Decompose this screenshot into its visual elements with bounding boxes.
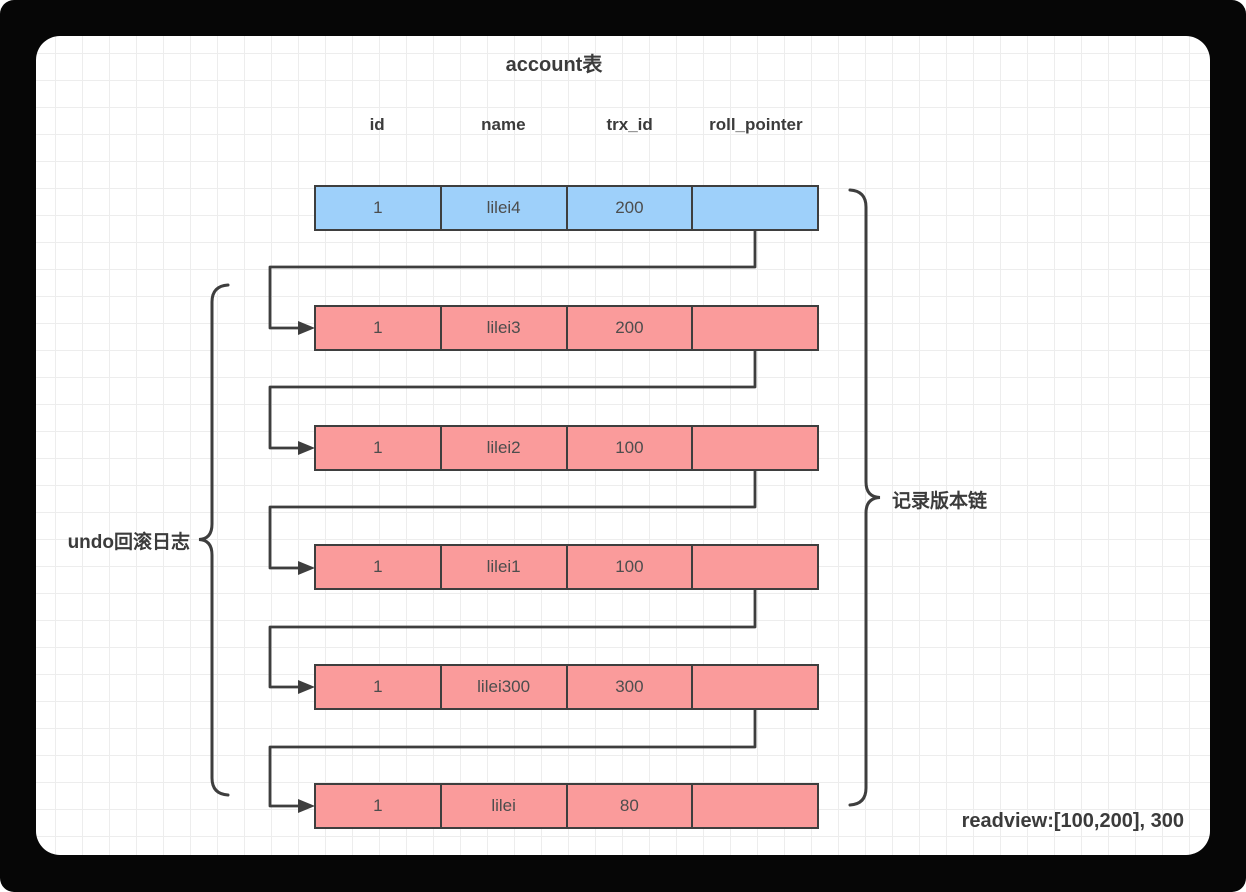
- record-row-undo: 1 lilei3 200: [314, 305, 819, 351]
- record-row-undo: 1 lilei 80: [314, 783, 819, 829]
- undo-log-label: undo回滚日志: [67, 532, 190, 553]
- cell-name: lilei: [439, 785, 566, 827]
- cell-name: lilei300: [439, 666, 566, 708]
- table-title: account表: [505, 54, 603, 76]
- record-row-undo: 1 lilei1 100: [314, 544, 819, 590]
- cell-roll-pointer: [691, 546, 817, 588]
- cell-trx-id: 100: [565, 427, 692, 469]
- cell-id: 1: [373, 198, 383, 217]
- cell-roll-pointer: [691, 427, 817, 469]
- readview-note: readview:[100,200], 300: [961, 810, 1184, 832]
- cell-id: 1: [373, 796, 383, 815]
- cell-id: 1: [373, 677, 383, 696]
- cell-roll-pointer: [691, 785, 817, 827]
- column-header-row: id name trx_id roll_pointer: [314, 108, 819, 142]
- cell-id: 1: [373, 318, 383, 337]
- record-row-current: 1 lilei4 200: [314, 185, 819, 231]
- cell-trx-id: 200: [565, 187, 692, 229]
- cell-trx-id: 300: [565, 666, 692, 708]
- cell-name: lilei3: [439, 307, 566, 349]
- cell-roll-pointer: [691, 307, 817, 349]
- cell-trx-id: 200: [565, 307, 692, 349]
- cell-id: 1: [373, 557, 383, 576]
- record-row-undo: 1 lilei300 300: [314, 664, 819, 710]
- cell-name: lilei4: [439, 187, 566, 229]
- version-chain-label: 记录版本链: [892, 491, 988, 512]
- column-header-roll-pointer: roll_pointer: [709, 115, 803, 134]
- cell-roll-pointer: [691, 187, 817, 229]
- column-header-trx-id: trx_id: [606, 115, 653, 134]
- cell-roll-pointer: [691, 666, 817, 708]
- column-header-name: name: [481, 115, 526, 134]
- record-row-undo: 1 lilei2 100: [314, 425, 819, 471]
- cell-id: 1: [373, 438, 383, 457]
- cell-name: lilei2: [439, 427, 566, 469]
- cell-name: lilei1: [439, 546, 566, 588]
- cell-trx-id: 80: [565, 785, 692, 827]
- column-header-id: id: [369, 115, 385, 134]
- cell-trx-id: 100: [565, 546, 692, 588]
